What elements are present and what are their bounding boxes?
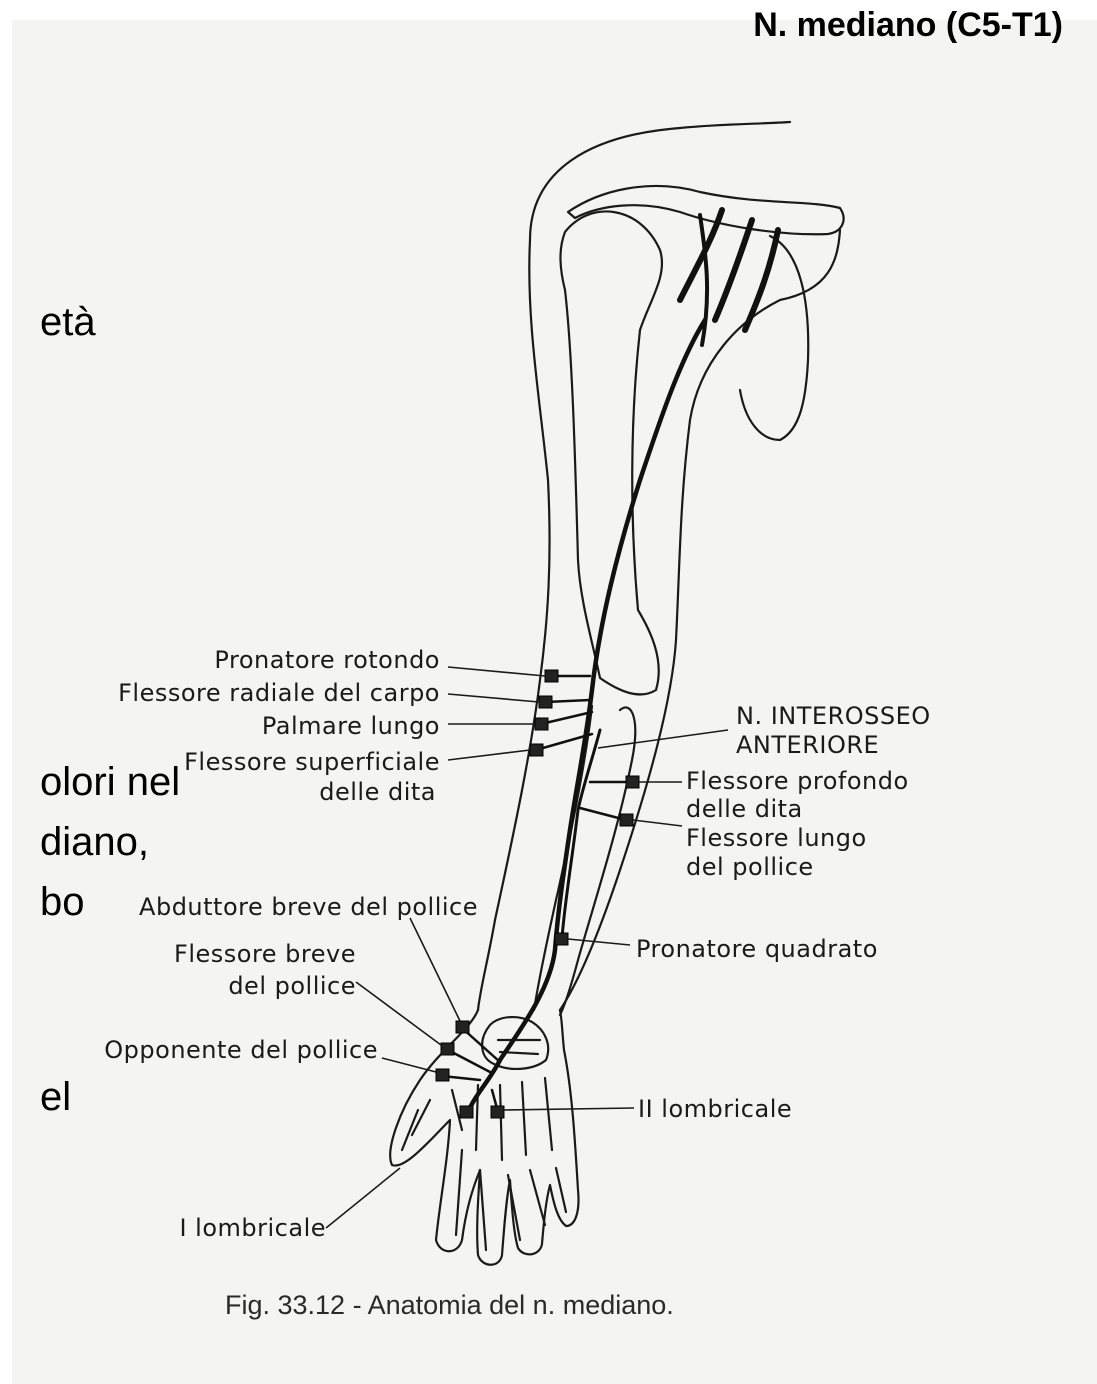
label-delle-dita: delle dita: [319, 778, 436, 806]
plexus-cord-3: [745, 230, 778, 330]
label-flessore-superficiale: Flessore superficiale: [184, 748, 440, 776]
leader-line: [448, 694, 539, 702]
label-flessore-breve: Flessore breve: [174, 940, 356, 968]
leader-line: [410, 918, 460, 1021]
label-pronatore-quadrato: Pronatore quadrato: [636, 935, 878, 963]
label-palmare-lungo: Palmare lungo: [262, 712, 440, 740]
label-n-interosseo: N. INTEROSSEO: [736, 702, 931, 730]
leader-line: [382, 1058, 436, 1072]
leader-line: [326, 1168, 400, 1228]
metacarpals: [452, 1078, 552, 1160]
scapula: [740, 236, 808, 440]
label-opponente-pollice: Opponente del pollice: [104, 1036, 378, 1064]
label-i-lombricale: I lombricale: [179, 1214, 326, 1242]
marker-flessore-superficiale: [530, 744, 543, 756]
marker-flessore-radiale: [539, 696, 552, 708]
marker-abduttore-breve: [456, 1021, 469, 1033]
plexus-cord-2: [715, 220, 752, 320]
arm-outline-left: [478, 240, 550, 1010]
label-flessore-radiale-carpo: Flessore radiale del carpo: [118, 679, 440, 707]
label-flessore-lungo: Flessore lungo: [686, 824, 867, 852]
carpal-bones: [482, 1017, 548, 1069]
marker-ii-lombricale: [491, 1106, 504, 1118]
marker-pronatore-rotondo: [545, 670, 558, 682]
median-nerve: [468, 320, 705, 1112]
marker-flessore-breve: [441, 1043, 454, 1055]
label-anteriore: ANTERIORE: [736, 731, 879, 759]
thumb-bones: [402, 1100, 430, 1150]
marker-opponente: [436, 1069, 449, 1081]
leader-line: [598, 730, 728, 748]
marker-palmare-lungo: [535, 718, 548, 730]
marker-flessore-lungo-pollice: [620, 814, 633, 826]
label-delle-dita-right: delle dita: [686, 795, 803, 823]
marker-flessore-profondo: [626, 776, 639, 788]
label-pronatore-rotondo: Pronatore rotondo: [214, 646, 440, 674]
marker-i-lombricale: [460, 1106, 473, 1118]
marker-pronatore-quadrato: [555, 933, 568, 945]
leader-line: [568, 939, 630, 945]
label-del-pollice: del pollice: [228, 972, 356, 1000]
label-del-pollice-right: del pollice: [686, 853, 814, 881]
leader-line: [633, 820, 682, 826]
leader-line: [448, 750, 530, 760]
leader-line: [448, 667, 545, 676]
label-flessore-profondo: Flessore profondo: [686, 767, 909, 795]
figure-caption: Fig. 33.12 - Anatomia del n. mediano.: [225, 1290, 674, 1321]
label-abduttore-breve-pollice: Abduttore breve del pollice: [139, 893, 478, 921]
label-ii-lombricale: II lombricale: [638, 1095, 792, 1123]
clavicle: [568, 186, 844, 234]
